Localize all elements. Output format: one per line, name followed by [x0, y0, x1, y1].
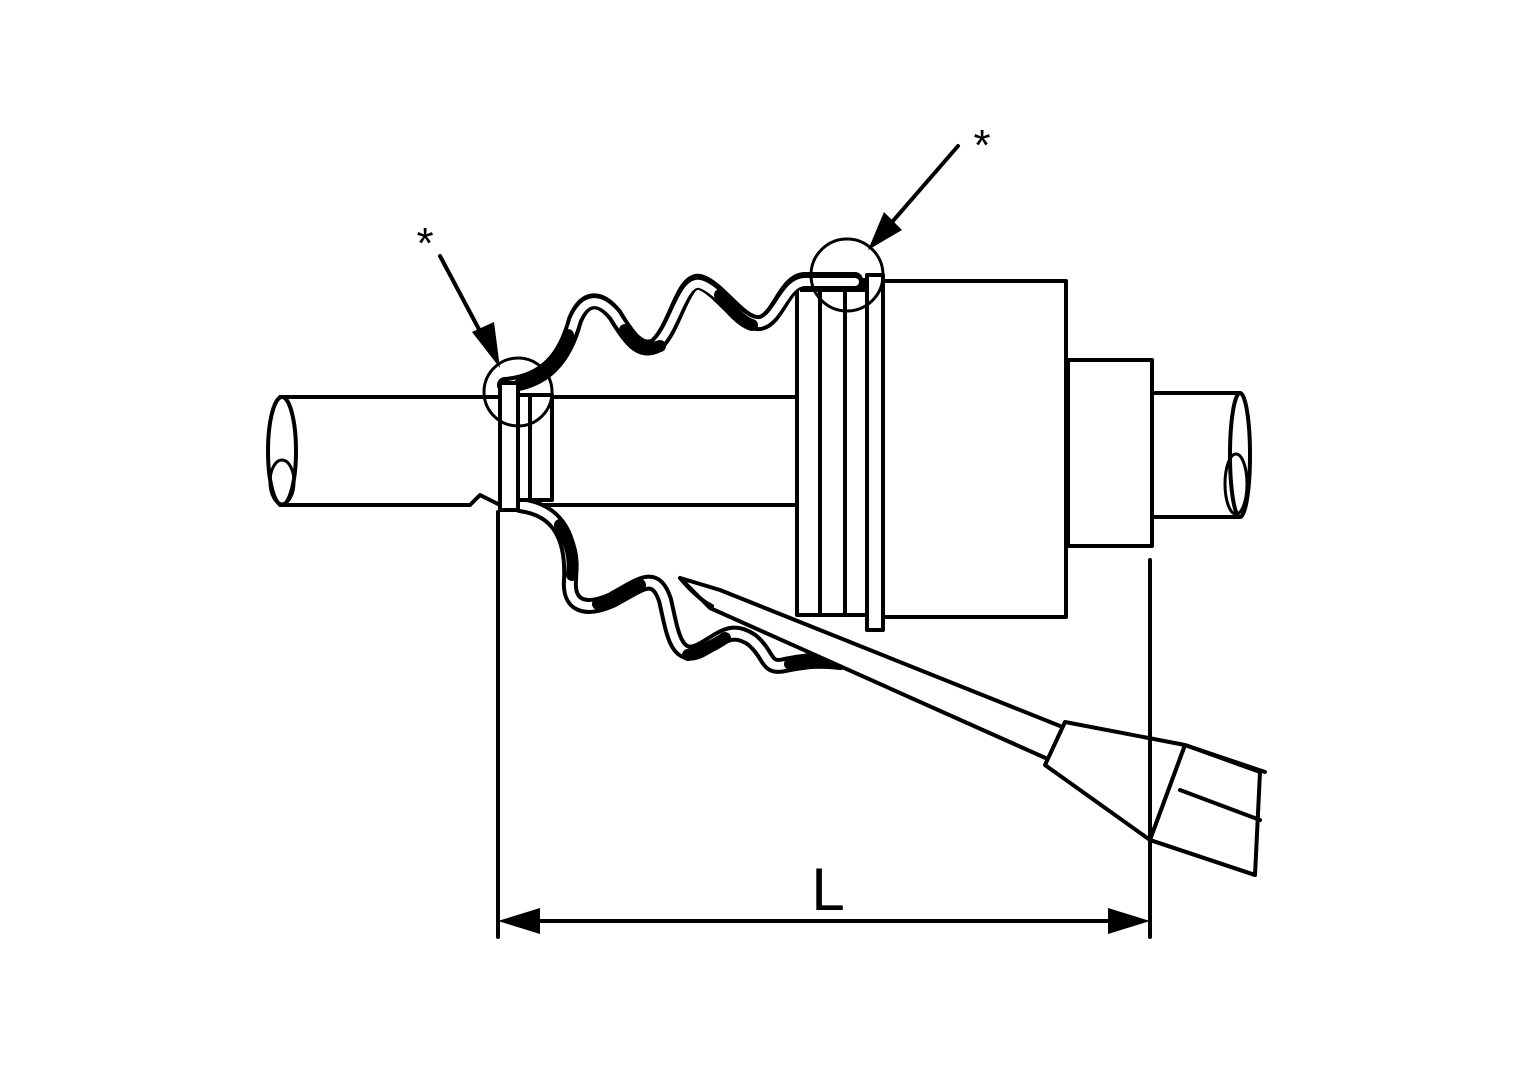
boot-bellows-lower — [512, 497, 848, 674]
dimension-label: L — [811, 856, 844, 923]
clamp-callout-left — [438, 254, 554, 428]
large-boot-clamp — [795, 273, 885, 632]
small-boot-clamp — [498, 381, 554, 512]
joint-housing — [878, 279, 1154, 619]
screwdriver-tool — [678, 576, 1267, 877]
asterisk-right: * — [973, 121, 990, 170]
boot-bellows-upper — [497, 272, 863, 393]
asterisk-left: * — [416, 219, 433, 268]
clamp-callout-right — [809, 144, 960, 313]
dimension-L — [496, 510, 1152, 939]
right-shaft — [1148, 391, 1252, 519]
